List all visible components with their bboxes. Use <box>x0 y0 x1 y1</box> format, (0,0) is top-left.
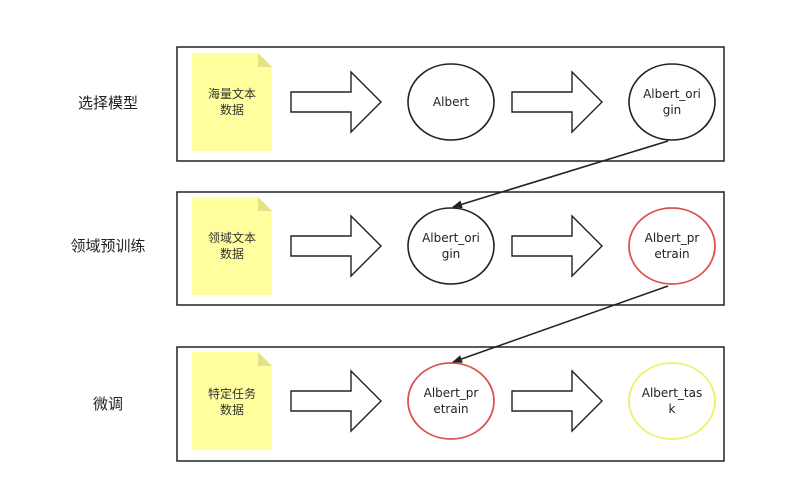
document-fold-corner <box>258 197 272 211</box>
node-label-line-1: Albert <box>433 95 469 109</box>
document-sheet <box>192 197 272 295</box>
node-circle <box>407 207 495 285</box>
node-circle <box>628 63 716 141</box>
document-label-line-1: 领域文本 <box>208 230 256 245</box>
node-label-line-2: k <box>669 402 676 416</box>
stage-label: 微调 <box>93 395 123 413</box>
document-fold-corner <box>258 352 272 366</box>
node-circle <box>407 63 495 141</box>
stage-box <box>176 191 725 306</box>
model-node-source: Albert_ori gin <box>407 207 495 285</box>
data-document: 领域文本 数据 <box>192 197 272 295</box>
model-node-source: Albert_pr etrain <box>407 362 495 440</box>
node-label-line-1: Albert_pr <box>645 231 700 245</box>
connector-arrow <box>452 285 669 363</box>
block-arrow-icon <box>511 214 603 278</box>
node-label-line-1: Albert_ori <box>422 231 480 245</box>
block-arrow-icon <box>511 369 603 433</box>
node-circle <box>628 362 716 440</box>
document-label-line-2: 数据 <box>220 102 244 117</box>
document-sheet <box>192 53 272 151</box>
stage-select-model: 选择模型 海量文本 数据 Albert Albert_ori gin <box>78 46 725 162</box>
stage-box <box>176 346 725 462</box>
node-label-line-2: gin <box>442 247 461 261</box>
node-label-line-1: Albert_ori <box>643 87 701 101</box>
stage-domain-pretrain: 领域预训练 领域文本 数据 Albert_ori gin Albert_pr e… <box>70 191 725 306</box>
block-arrow-icon <box>290 70 382 134</box>
node-label-line-2: etrain <box>433 402 468 416</box>
node-label-line-2: etrain <box>654 247 689 261</box>
node-label-line-2: gin <box>663 103 682 117</box>
block-arrow-icon <box>511 70 603 134</box>
model-node-output: Albert_pr etrain <box>628 207 716 285</box>
document-label-line-2: 数据 <box>220 402 244 417</box>
block-arrow-icon <box>290 214 382 278</box>
document-sheet <box>192 352 272 450</box>
node-label-line-1: Albert_tas <box>642 386 703 400</box>
stage-label: 选择模型 <box>78 94 138 112</box>
data-document: 海量文本 数据 <box>192 53 272 151</box>
document-label-line-1: 特定任务 <box>208 386 256 401</box>
document-label-line-1: 海量文本 <box>208 86 256 101</box>
model-node-output: Albert_tas k <box>628 362 716 440</box>
document-label-line-2: 数据 <box>220 246 244 261</box>
model-node-output: Albert_ori gin <box>628 63 716 141</box>
connector-arrow <box>452 140 669 209</box>
node-circle <box>407 362 495 440</box>
model-node-source: Albert <box>407 63 495 141</box>
node-label-line-1: Albert_pr <box>424 386 479 400</box>
stage-finetune: 微调 特定任务 数据 Albert_pr etrain Albert_tas k <box>93 346 725 462</box>
node-circle <box>628 207 716 285</box>
stage-label: 领域预训练 <box>70 237 145 255</box>
stage-box <box>176 46 725 162</box>
data-document: 特定任务 数据 <box>192 352 272 450</box>
block-arrow-icon <box>290 369 382 433</box>
document-fold-corner <box>258 53 272 67</box>
